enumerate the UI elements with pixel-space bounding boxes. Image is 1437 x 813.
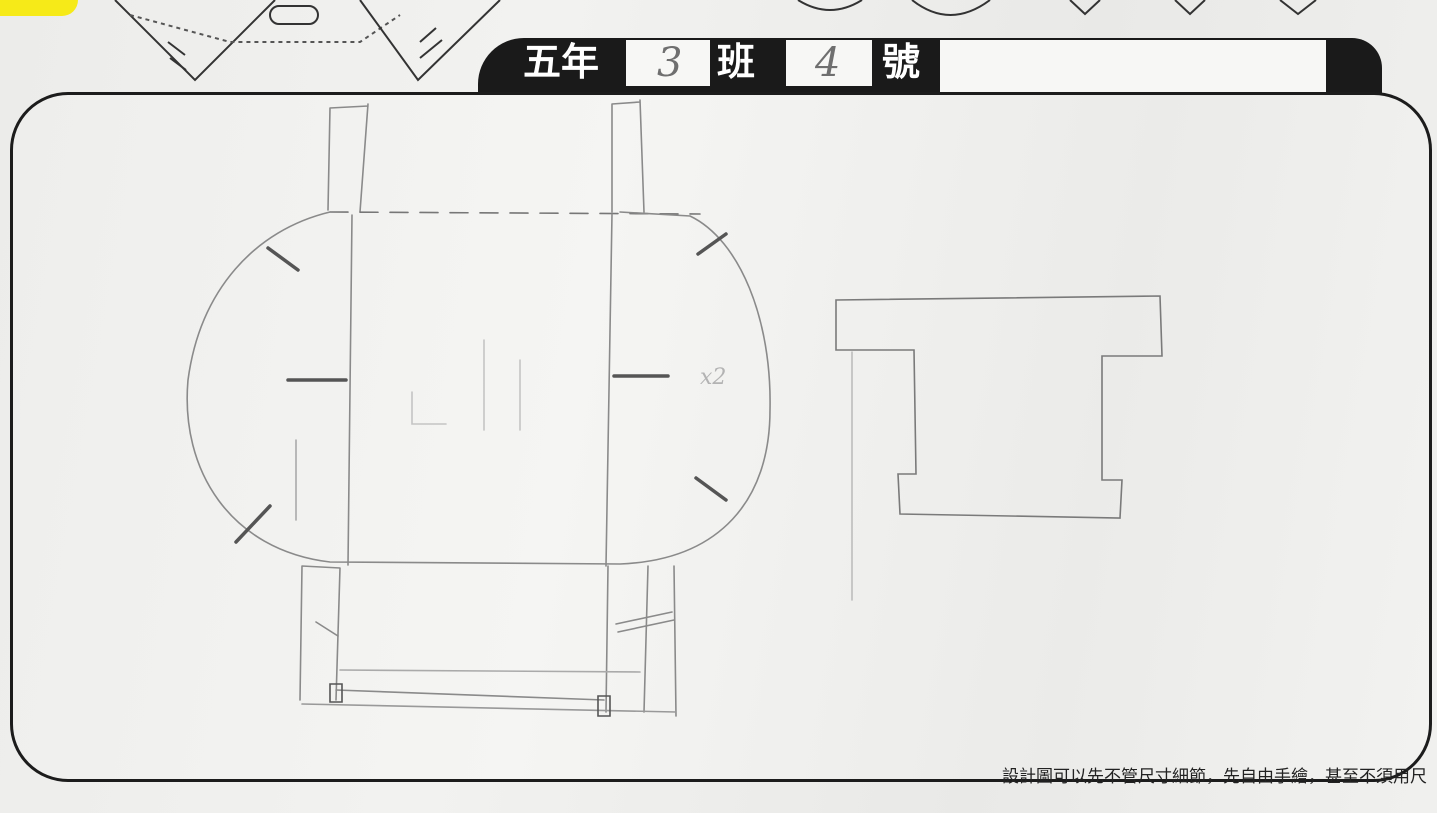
template-cut-mark-left [167, 41, 187, 71]
seat-field[interactable] [786, 40, 872, 86]
sketch-fold-line-left [347, 214, 353, 566]
seat-handwritten-value: 4 [815, 40, 841, 86]
design-drawing-frame [10, 92, 1432, 782]
slot-mark-bottom-right [694, 476, 728, 502]
template-arrow-b [1174, 0, 1206, 16]
name-field[interactable] [940, 40, 1326, 98]
template-circle-a [797, 0, 863, 11]
multiplier-note: x2 [700, 365, 726, 390]
sketch-faint-inner-shapes [411, 339, 521, 431]
template-pointed-piece-left [114, 0, 276, 82]
sketch-notches [329, 683, 611, 717]
slot-mark-top-right [696, 232, 728, 256]
template-arrow-a [1069, 0, 1101, 16]
template-cut-mark-right [419, 27, 443, 59]
sketch-fold-line-right [605, 213, 613, 567]
slot-mark-top-left [266, 246, 300, 272]
slot-mark-bottom-left [234, 504, 272, 544]
sketch-top-tab-left [327, 103, 369, 213]
class-handwritten-value: 3 [657, 40, 683, 86]
sketch-rounded-body [186, 211, 771, 565]
sketch-base-bottom-line [301, 703, 677, 713]
instruction-footnote: 設計圖可以先不管尺寸細節，先自由手繪，甚至不須用尺 [1002, 767, 1427, 787]
template-circle-b [911, 0, 991, 16]
sketch-bottom-tab-right [605, 565, 677, 717]
sketch-hatching [315, 611, 675, 637]
sketch-base-line [335, 689, 605, 701]
sketch-base-inner-line [339, 669, 641, 673]
yellow-corner-mark [0, 0, 78, 16]
template-arrow-c [1279, 0, 1317, 16]
template-pointed-piece-right [359, 0, 501, 82]
class-label: 班 [717, 40, 756, 84]
sketch-top-tab-right [611, 99, 645, 213]
class-field[interactable] [626, 40, 710, 86]
template-slot [269, 5, 319, 25]
grade-label: 五年 [523, 40, 600, 84]
sketch-t-shaped-piece [835, 295, 1163, 519]
sketch-bottom-tab-left [299, 565, 341, 701]
seat-label: 號 [882, 40, 921, 84]
